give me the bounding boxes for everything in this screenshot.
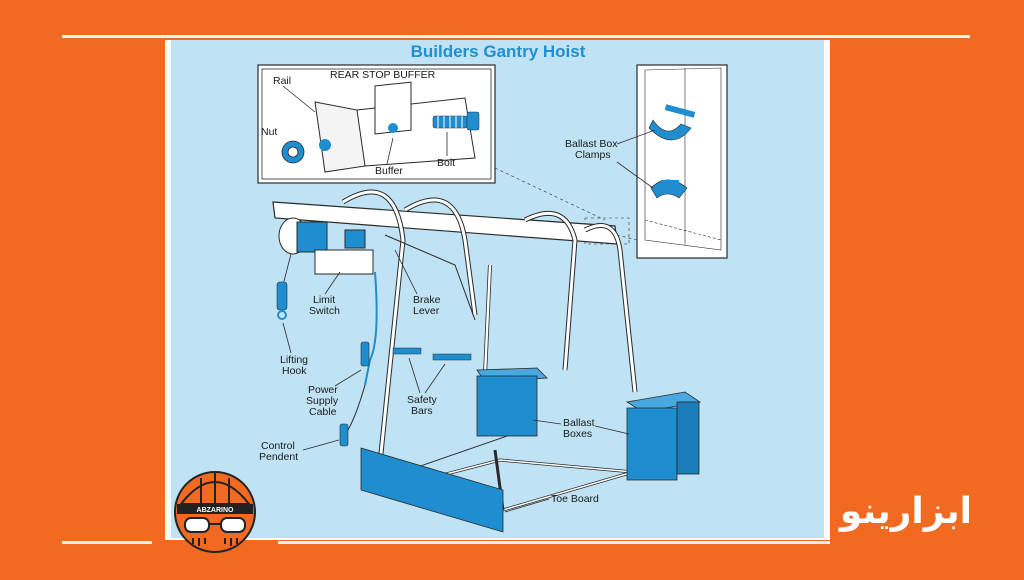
ballast-clamps-label-line1: Ballast Box [565,138,618,150]
power-plug-icon [360,341,370,367]
ballast-clamps-label-line2: Clamps [575,149,611,161]
diagram-panel: Builders Gantry Hoist REAR STOP BUFFER R… [165,40,830,540]
bottom-divider-right [278,541,830,544]
ballast-boxes-label-line2: Boxes [563,428,592,440]
rear-stop-buffer-heading: REAR STOP BUFFER [330,69,436,81]
limit-switch-label-line1: Limit [313,294,335,306]
ballast-boxes-label-line1: Ballast [563,417,595,429]
limit-switch-label-line2: Switch [309,305,340,317]
buffer-label: Buffer [375,165,403,177]
control-pendent-label-line2: Pendent [259,451,298,463]
bolt-label: Bolt [437,157,455,169]
ballast-box-left [476,367,548,437]
rear-stop-buffer-inset: REAR STOP BUFFER Rail Nut Buffer Bolt [257,64,496,184]
lifting-hook-label-line1: Lifting [280,354,308,366]
safety-bar-left [392,347,422,355]
lifting-hook-label-line2: Hook [282,365,307,377]
power-cable-label-line1: Power [308,384,338,396]
power-cable-label-line2: Supply [306,395,339,407]
toe-board-label: Toe Board [551,493,599,505]
hoist-motor [278,217,374,275]
toe-board [360,447,504,533]
safety-bars-label-line1: Safety [407,394,438,406]
brake-lever-label-line1: Brake [413,294,441,306]
control-pendent-icon [339,423,349,447]
gantry-hoist-diagram: Builders Gantry Hoist REAR STOP BUFFER R… [171,40,824,538]
top-divider-line [62,35,970,38]
gantry-frame [272,189,638,512]
lifting-hook-icon [276,281,288,320]
ballast-box-right [625,391,702,481]
power-cable-label-line3: Cable [309,406,337,418]
worker-helmet-icon: ABZARINO [174,471,256,553]
diagram-title: Builders Gantry Hoist [411,42,586,61]
ballast-clamps-inset [636,64,728,259]
brand-wordmark: ابزارینو [839,491,972,532]
nut-label: Nut [261,126,277,138]
logo-text: ABZARINO [197,507,234,514]
bottom-divider-left [62,541,152,544]
rail-label: Rail [273,75,291,87]
safety-bar-right [432,353,472,361]
brake-lever-label-line2: Lever [413,305,440,317]
safety-bars-label-line2: Bars [411,405,433,417]
control-pendent-label-line1: Control [261,440,295,452]
